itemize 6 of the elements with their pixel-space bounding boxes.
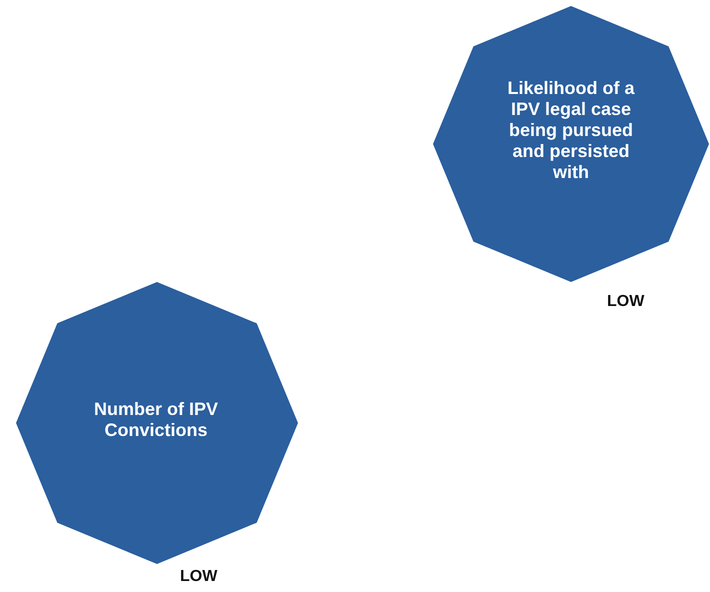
level-label: LOW — [180, 568, 218, 586]
node-text: Likelihood of a IPV legal case being pursued and persisted with — [506, 78, 636, 183]
level-label: LOW — [607, 293, 644, 311]
octagon-node — [433, 6, 709, 282]
octagon-node — [16, 282, 298, 564]
node-text: Number of IPV Convictions — [92, 399, 219, 441]
